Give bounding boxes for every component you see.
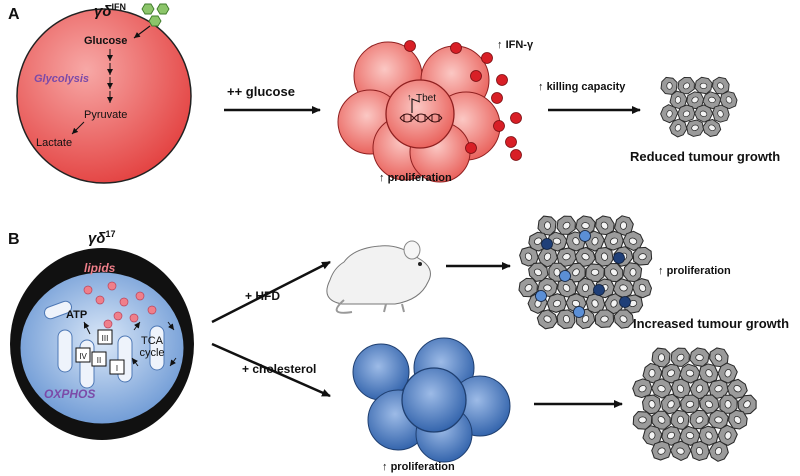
ifn-proliferation-label: ↑ proliferation [379,172,452,184]
dna-helix-icon [399,113,443,123]
tumour-proliferation-label: ↑ proliferation [658,265,731,277]
lactate-label: Lactate [36,137,72,149]
ifn-gamma-label: ↑ IFN-γ [497,39,534,51]
complex-ii-label: II [97,356,101,365]
tca-cycle-arrows [131,321,177,367]
lipid-droplets [83,281,157,329]
tumour-cell [660,76,678,95]
ifn-cell-cluster [337,41,501,183]
glucose-treatment-label: ++ glucose [227,84,295,99]
glucose-entry-arrow [133,25,151,39]
atp-arrow [83,321,91,335]
infiltrating-gd17-cell [619,296,631,308]
atp-label: ATP [66,309,87,321]
etc-complexes [75,329,125,375]
hfd-arrow [211,260,331,324]
tbet-label: Tbet [416,93,436,104]
panel-a-letter: A [8,6,20,23]
tumour-cell [688,346,711,368]
tca-label-1: TCA [141,335,164,347]
lipids-label: lipids [84,261,116,275]
pyruvate-lactate-arrow [71,121,85,135]
oxphos-label: OXPHOS [44,387,95,401]
panel-b-letter: B [8,231,20,248]
reduced-growth-label: Reduced tumour growth [630,149,780,164]
gd-17-label: γδ17 [88,229,116,247]
pyruvate-label: Pyruvate [84,109,127,121]
gd-ifn-cell [16,8,192,184]
mouse-icon [326,240,431,314]
complex-iv-label: IV [79,352,87,361]
killing-capacity-label: ↑ killing capacity [538,81,626,93]
tbet-up-arrow: ↑ [407,92,412,102]
infiltrating-gd17-cell [579,230,591,242]
complex-i-label: I [116,364,118,373]
infiltrating-gd17-cell [593,284,605,296]
gd-ifn-label: γδIFN [94,2,126,20]
glucose-hexagon-icon [141,3,170,27]
gd17-cell-cluster [352,337,511,463]
infiltrating-gd17-cell [613,252,625,264]
tca-label-2: cycle [139,347,164,359]
glycolysis-label: Glycolysis [34,73,89,85]
infiltrating-gd17-cell [559,270,571,282]
tumour-cluster-icon [658,73,741,140]
tumour-cell [622,262,643,283]
complex-iii-label: III [102,334,109,343]
infiltrating-gd17-cell [535,290,547,302]
infiltrating-gd17-cell [573,306,585,318]
tbet-promoter-arrow [411,98,421,113]
cholesterol-arrow [211,342,331,398]
large-tumour-cluster [514,211,656,333]
increased-growth-label: Increased tumour growth [633,316,789,331]
tumour-cluster-cholesterol [629,343,761,465]
cells-proliferation-label: ↑ proliferation [382,461,455,473]
infiltrating-gd17-cell [541,238,553,250]
tumour-cell [537,215,557,236]
ifn-gamma-dots [404,40,522,161]
glucose-label: Glucose [84,35,127,47]
